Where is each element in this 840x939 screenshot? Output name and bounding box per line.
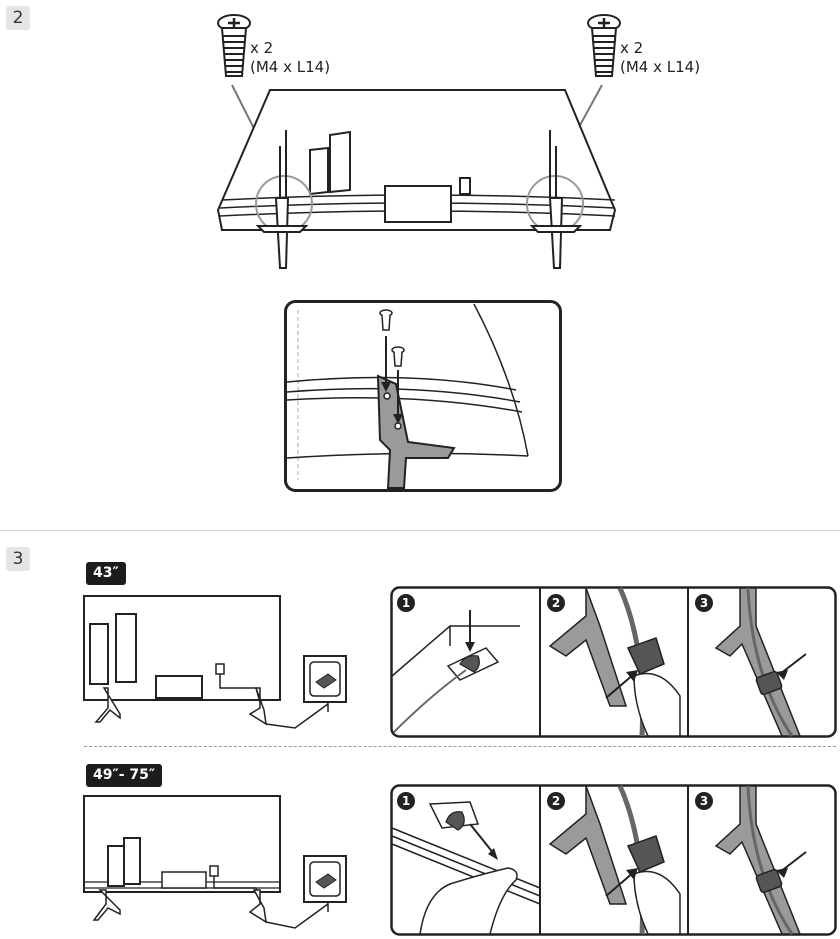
size-label-43: 43″ — [86, 562, 126, 585]
cable-clip-panels-49-75: 1 2 3 — [390, 784, 837, 936]
screw-callout-left: x 2 (M4 x L14) — [250, 39, 330, 77]
screw-icon — [216, 14, 252, 80]
group-divider — [84, 746, 836, 747]
tv-rear-49-75 — [80, 792, 370, 938]
stand-screw-detail — [284, 300, 562, 492]
screw-spec: (M4 x L14) — [620, 58, 700, 77]
tv-rear-illustration — [210, 80, 630, 275]
panel-number: 2 — [552, 596, 560, 610]
screw-spec: (M4 x L14) — [250, 58, 330, 77]
step-2-badge: 2 — [6, 6, 30, 30]
panel-number: 1 — [402, 794, 410, 808]
screw-callout-right: x 2 (M4 x L14) — [620, 39, 700, 77]
power-outlet-icon — [304, 856, 346, 912]
cable-clip-panels-43: 1 2 3 — [390, 586, 837, 738]
panel-number: 1 — [402, 596, 410, 610]
screw-qty: x 2 — [620, 39, 700, 58]
size-label-49-75: 49″- 75″ — [86, 764, 162, 787]
panel-number: 2 — [552, 794, 560, 808]
screw-icon — [586, 14, 622, 80]
step-3-badge: 3 — [6, 547, 30, 571]
panel-number: 3 — [700, 596, 708, 610]
section-divider — [0, 530, 840, 531]
tv-rear-43 — [80, 592, 370, 742]
power-outlet-icon — [304, 656, 346, 712]
panel-number: 3 — [700, 794, 708, 808]
screw-qty: x 2 — [250, 39, 330, 58]
